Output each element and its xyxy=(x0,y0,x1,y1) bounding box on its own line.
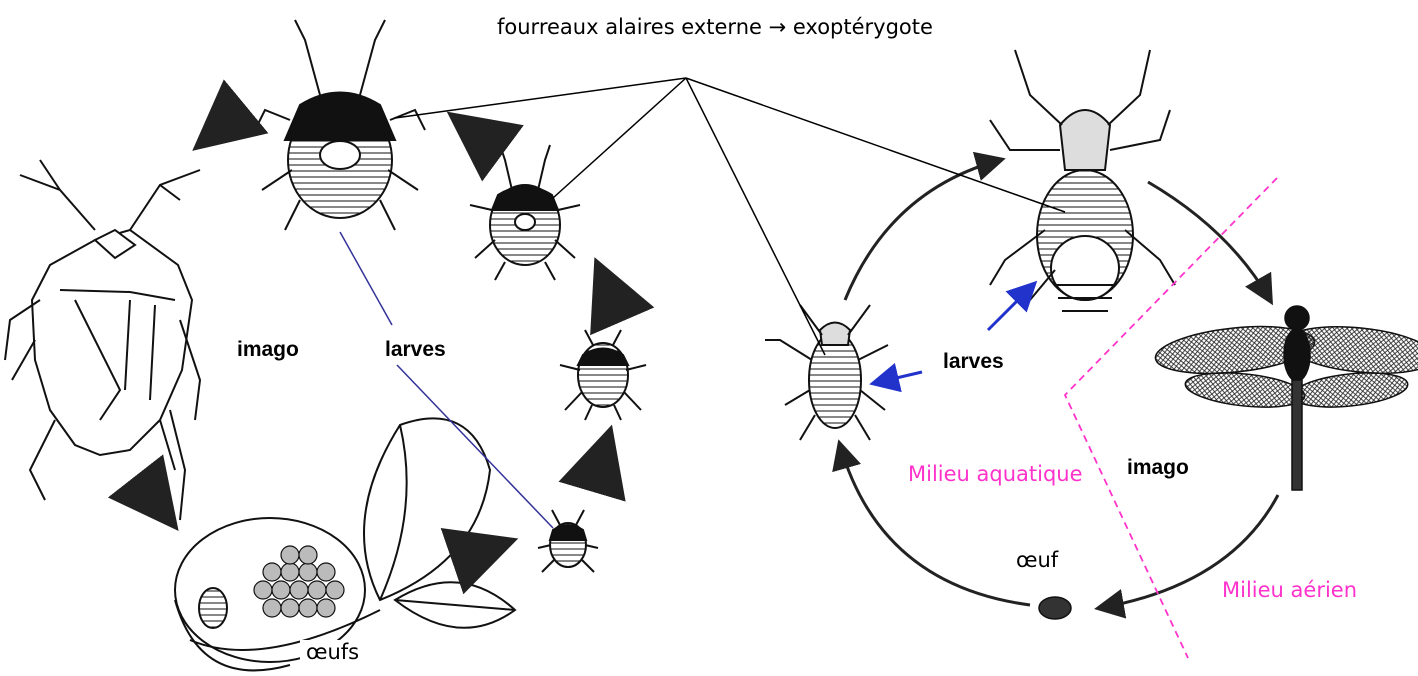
leaf-with-eggs-illustration xyxy=(175,418,515,670)
right-larves-label: larves xyxy=(943,350,1004,374)
shield-bug-nymph-medium-illustration xyxy=(470,145,580,280)
dragonfly-nymph-large-illustration xyxy=(990,50,1175,311)
milieu-aerien-label: Milieu aérien xyxy=(1222,578,1357,602)
shield-bug-nymph-tiny-illustration xyxy=(538,510,598,572)
right-imago-label: imago xyxy=(1127,456,1189,480)
left-imago-label: imago xyxy=(237,338,299,362)
oeufs-label: œufs xyxy=(300,640,365,664)
shield-bug-adult-illustration xyxy=(5,160,200,520)
dragonfly-nymph-small-illustration xyxy=(765,305,888,440)
oeuf-label: œuf xyxy=(1016,548,1058,572)
dragonfly-egg-illustration xyxy=(1039,597,1071,619)
shield-bug-nymph-small-illustration xyxy=(560,330,646,420)
dragonfly-adult-illustration xyxy=(1153,306,1418,490)
milieu-aquatique-label: Milieu aquatique xyxy=(908,462,1083,486)
title-label: fourreaux alaires externe → exoptérygote xyxy=(497,15,933,39)
left-larves-label: larves xyxy=(385,338,446,362)
shield-bug-nymph-large-illustration xyxy=(255,20,425,230)
